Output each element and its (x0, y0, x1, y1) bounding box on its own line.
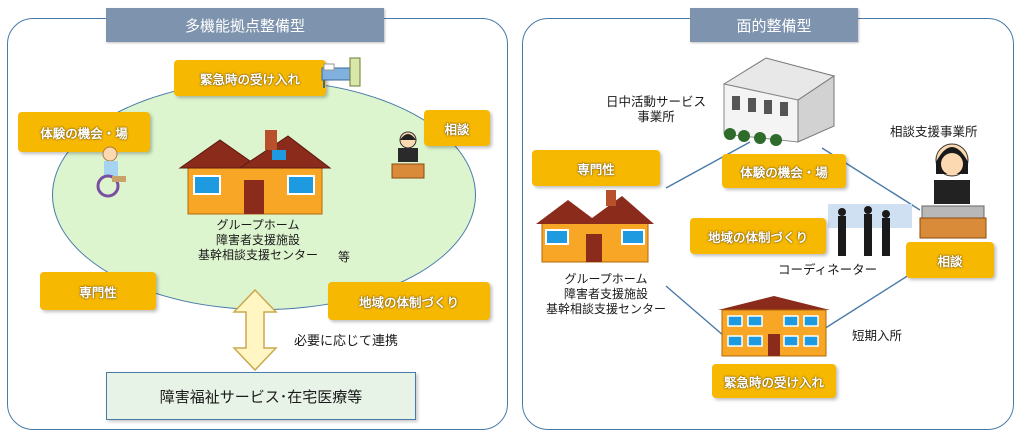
right-tag-experience: 体験の機会・場 (722, 154, 846, 188)
right-tag-expertise: 専門性 (532, 150, 660, 186)
right-short-stay-label: 短期入所 (852, 328, 903, 343)
left-service-box: 障害福祉サービス･在宅医療等 (106, 372, 416, 420)
left-tag-consultation: 相談 (424, 110, 490, 146)
right-center-label: グループホーム 障害者支援施設 基幹相談支援センター (526, 272, 686, 317)
right-center-line-1: グループホーム (564, 272, 648, 286)
coordinator-people-icon (828, 204, 912, 256)
right-panel-title: 面的整備型 (690, 8, 858, 42)
day-service-line-1: 日中活動サービス (605, 94, 706, 109)
left-tag-expertise: 専門性 (40, 272, 156, 310)
double-arrow-icon (232, 288, 278, 372)
left-center-suffix: 等 (338, 250, 351, 264)
right-consult-office-label: 相談支援事業所 (890, 124, 978, 139)
group-home-house-icon (178, 130, 332, 215)
left-tag-emergency: 緊急時の受け入れ (174, 60, 326, 96)
right-group-home-house-icon (536, 190, 654, 263)
right-tag-emergency: 緊急時の受け入れ (712, 364, 836, 398)
left-center-line-3: 基幹相談支援センター (197, 248, 318, 262)
consultant-person-icon (391, 131, 425, 179)
wheelchair-person-icon (96, 146, 126, 198)
right-tag-community: 地域の体制づくり (690, 218, 826, 254)
consult-office-person-icon (919, 143, 987, 239)
short-stay-building-icon (718, 296, 830, 357)
right-day-service-label: 日中活動サービス 事業所 (594, 94, 718, 124)
left-center-label: グループホーム 障害者支援施設 基幹相談支援センター (178, 218, 338, 263)
day-service-building-icon (722, 57, 836, 146)
right-tag-consultation: 相談 (906, 242, 994, 278)
left-center-line-1: グループホーム (216, 218, 300, 232)
right-center-line-2: 障害者支援施設 (563, 287, 648, 301)
day-service-line-2: 事業所 (637, 109, 675, 124)
left-center-line-2: 障害者支援施設 (215, 233, 300, 247)
left-panel-title: 多機能拠点整備型 (106, 8, 384, 42)
bed-icon (321, 57, 361, 88)
left-arrow-label: 必要に応じて連携 (294, 334, 399, 349)
right-center-line-3: 基幹相談支援センター (545, 302, 666, 316)
left-tag-experience: 体験の機会・場 (18, 112, 150, 152)
left-tag-community: 地域の体制づくり (328, 282, 490, 320)
right-coordinator-label: コーディネーター (778, 262, 878, 277)
